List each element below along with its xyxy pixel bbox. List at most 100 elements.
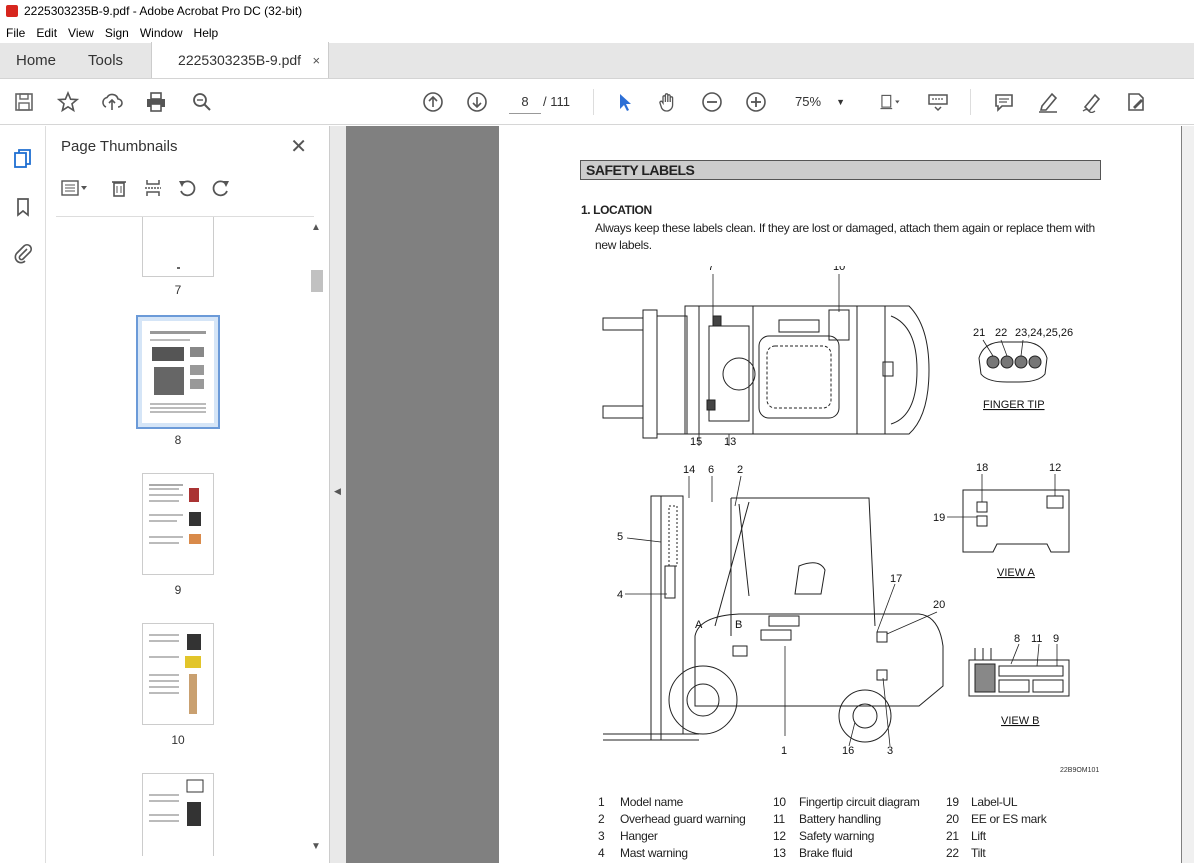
tab-close-icon[interactable]: × — [312, 52, 321, 68]
callout-label: 23,24,25,26 — [1015, 327, 1073, 339]
legend-number: 2 — [598, 812, 605, 826]
keyboard-icon[interactable] — [922, 79, 954, 125]
sign-pen-icon[interactable] — [1076, 79, 1108, 125]
thumbnail-page-8[interactable] — [142, 321, 214, 423]
document-viewer[interactable]: SAFETY LABELS 1. LOCATION Always keep th… — [346, 126, 1194, 863]
next-page-icon[interactable] — [461, 79, 493, 125]
callout-label: 19 — [933, 512, 945, 524]
thumbnail-scrollbar[interactable]: ▲ ▼ — [309, 218, 323, 854]
legend-text: Lift — [971, 829, 986, 843]
section-title: SAFETY LABELS — [580, 160, 1101, 180]
view-label-view-a: VIEW A — [997, 567, 1036, 579]
zoom-search-icon[interactable] — [186, 79, 218, 125]
zoom-in-icon[interactable] — [740, 79, 772, 125]
legend-number: 21 — [946, 829, 959, 843]
side-view-drawing — [603, 495, 944, 743]
legend-number: 12 — [773, 829, 786, 843]
acrobat-app-icon — [6, 5, 18, 17]
insert-page-icon[interactable] — [136, 178, 170, 198]
callout-label: 5 — [617, 531, 623, 543]
menu-sign[interactable]: Sign — [104, 25, 129, 40]
menu-view[interactable]: View — [68, 25, 94, 40]
tab-home[interactable]: Home — [16, 51, 57, 69]
chevron-down-icon: ▼ — [836, 97, 845, 107]
scrollbar-thumb[interactable] — [311, 270, 323, 292]
callout-label: A — [695, 619, 703, 631]
top-view-drawing — [602, 305, 930, 439]
scroll-down-icon[interactable]: ▼ — [311, 841, 321, 852]
legend-number: 10 — [773, 795, 786, 809]
menu-window[interactable]: Window — [139, 25, 183, 40]
callout-label: 11 — [1031, 633, 1042, 645]
select-cursor-icon[interactable] — [609, 79, 641, 125]
page-thumbnails-icon[interactable] — [10, 146, 36, 172]
scroll-up-icon[interactable]: ▲ — [311, 222, 321, 233]
thumbnail-page-11[interactable] — [142, 773, 214, 856]
rotate-left-icon[interactable] — [170, 178, 204, 198]
previous-page-icon[interactable] — [417, 79, 449, 125]
legend-text: Model name — [620, 795, 684, 809]
legend-number: 19 — [946, 795, 959, 809]
window-title: 2225303235B-9.pdf - Adobe Acrobat Pro DC… — [24, 4, 303, 18]
callout-label: 20 — [933, 599, 945, 611]
hand-tool-icon[interactable] — [652, 79, 684, 125]
legend-number: 3 — [598, 829, 605, 843]
intro-line: Always keep these labels clean. If they … — [595, 221, 1095, 235]
legend-text: Battery handling — [799, 812, 881, 826]
tab-document-label: 2225303235B-9.pdf — [178, 52, 302, 68]
thumbnail-label: 10 — [171, 733, 185, 747]
options-menu-icon[interactable] — [58, 179, 92, 197]
thumbnail-page-10[interactable] — [142, 623, 214, 725]
legend-row: 1 Model name — [598, 794, 745, 811]
fill-sign-icon[interactable] — [1120, 79, 1152, 125]
delete-page-icon[interactable] — [102, 178, 136, 198]
tab-bar: Home Tools 2225303235B-9.pdf × — [0, 42, 1194, 79]
legend-number: 13 — [773, 846, 786, 860]
toolbar-divider — [970, 89, 971, 115]
legend-text: Overhead guard warning — [620, 812, 746, 826]
menu-edit[interactable]: Edit — [36, 25, 58, 40]
thumbnail-list[interactable]: 7 8 — [56, 216, 314, 856]
viewer-scrollbar[interactable] — [1182, 126, 1194, 863]
bookmarks-icon[interactable] — [10, 194, 36, 220]
intro-text: Always keep these labels clean. If they … — [595, 220, 1115, 254]
print-icon[interactable] — [140, 79, 172, 125]
thumbnail-page-9[interactable] — [142, 473, 214, 575]
highlight-pen-icon[interactable] — [1032, 79, 1064, 125]
rotate-right-icon[interactable] — [204, 178, 238, 198]
zoom-level-dropdown[interactable]: 75% ▼ — [789, 90, 849, 114]
thumbnail-label: 7 — [174, 283, 182, 297]
callout-label: 3 — [887, 745, 893, 757]
save-icon[interactable] — [8, 79, 40, 125]
callout-label: 7 — [708, 266, 714, 273]
upload-cloud-icon[interactable] — [96, 79, 128, 125]
callout-label: 6 — [708, 464, 714, 476]
page-number-input[interactable]: 8 — [509, 90, 541, 114]
tab-tools[interactable]: Tools — [88, 51, 124, 69]
thumbnail-page-7[interactable] — [142, 217, 214, 277]
callout-label: 2 — [737, 464, 743, 476]
title-bar: 2225303235B-9.pdf - Adobe Acrobat Pro DC… — [0, 0, 1194, 22]
comment-icon[interactable] — [988, 79, 1020, 125]
panel-collapse-handle[interactable]: ◀ — [330, 126, 346, 863]
pdf-page: SAFETY LABELS 1. LOCATION Always keep th… — [499, 126, 1181, 863]
tab-document[interactable]: 2225303235B-9.pdf × — [151, 42, 330, 78]
zoom-out-icon[interactable] — [696, 79, 728, 125]
legend-number: 1 — [598, 795, 605, 809]
bookmark-star-icon[interactable] — [52, 79, 84, 125]
attachments-icon[interactable] — [10, 240, 36, 266]
menu-file[interactable]: File — [6, 25, 26, 40]
page-fit-icon[interactable] — [870, 79, 910, 125]
legend-text: Brake fluid — [799, 846, 853, 860]
menu-help[interactable]: Help — [193, 25, 219, 40]
thumbnail-label: 8 — [174, 433, 182, 447]
close-icon[interactable]: ✕ — [290, 136, 307, 158]
callout-label: 15 — [690, 436, 702, 448]
